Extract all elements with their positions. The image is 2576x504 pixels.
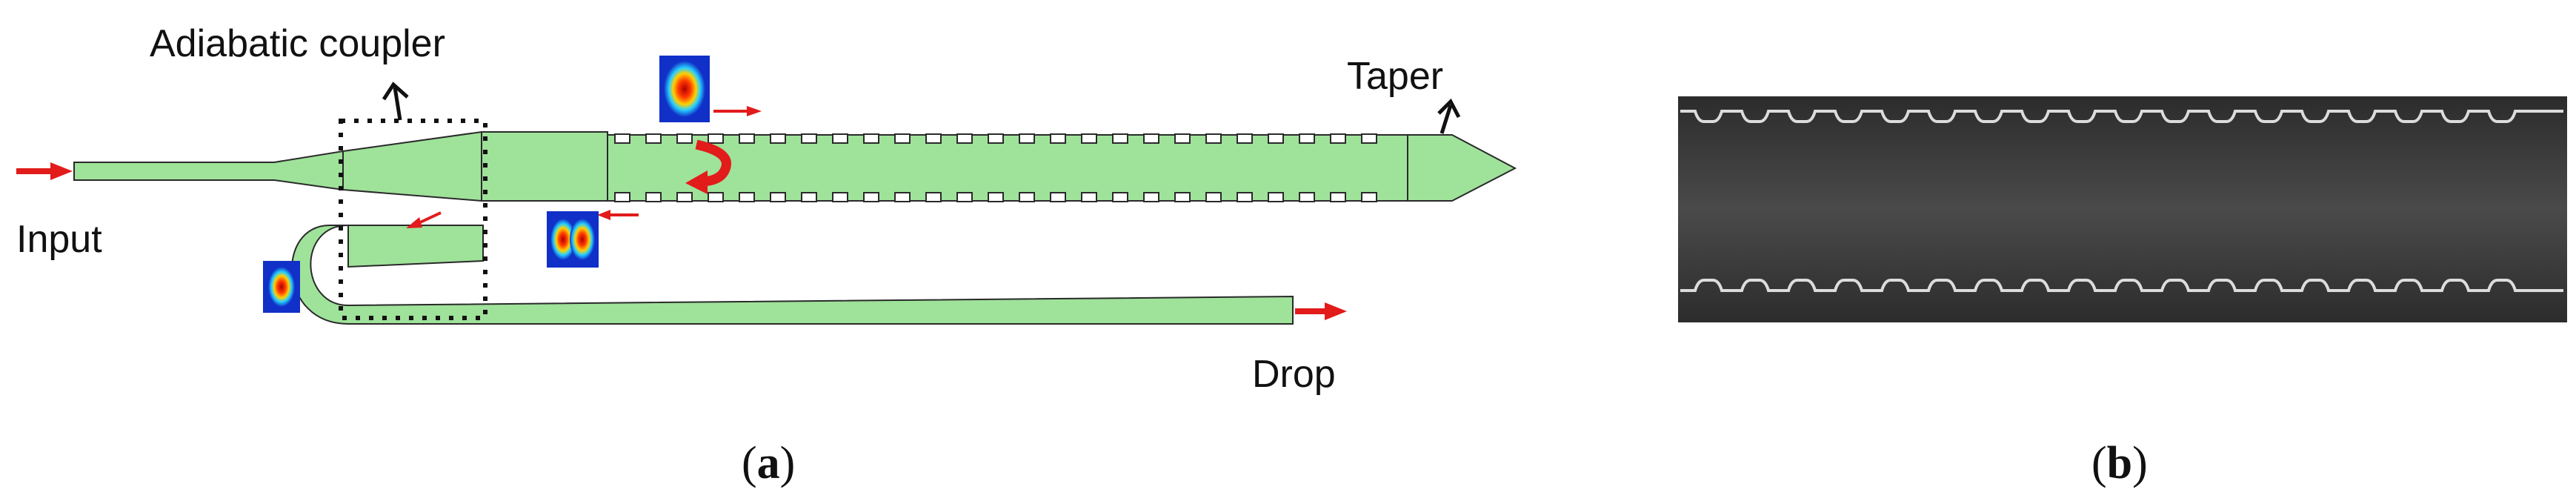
grating-notch-top <box>863 133 879 144</box>
pointer-arrow-icon <box>382 82 409 121</box>
sem-top-edge <box>1680 110 2563 123</box>
grating-notch-bottom <box>988 192 1004 202</box>
label-taper: Taper <box>1347 55 1443 98</box>
grating-notch-top <box>1361 133 1377 144</box>
grating-notch-bottom <box>1361 192 1377 202</box>
grating-notch-bottom <box>1112 192 1128 202</box>
grating-notch-bottom <box>645 192 662 202</box>
sem-grating-edges <box>1680 110 2563 292</box>
grating-notch-bottom <box>925 192 942 202</box>
pointer-arrow-icon <box>1437 98 1461 134</box>
panel-a-schematic: Adiabatic coupler Taper Input Drop <box>16 22 1517 488</box>
caption-a: (a) <box>742 438 795 488</box>
label-drop: Drop <box>1252 353 1336 396</box>
input-arrow-icon <box>16 162 73 180</box>
grating-notch-top <box>925 133 942 144</box>
grating-teeth <box>614 133 1377 202</box>
input-waveguide <box>73 150 344 191</box>
label-adiabatic-coupler: Adiabatic coupler <box>150 22 445 65</box>
grating-notch-bottom <box>1205 192 1222 202</box>
grating-notch-top <box>676 133 693 144</box>
grating-notch-top <box>1174 133 1191 144</box>
panel-b-sem-image: (b) <box>1678 96 2567 488</box>
caption-b: (b) <box>2091 438 2148 488</box>
coupler-lower-arm <box>347 225 484 268</box>
mode-profile-icon <box>263 261 300 313</box>
reflection-arrow-icon <box>685 139 731 194</box>
grating-notch-top <box>1268 133 1284 144</box>
backward-arrow-icon <box>597 210 639 220</box>
grating-notch-top <box>1050 133 1066 144</box>
grating-notch-top <box>770 133 786 144</box>
drop-bend-waveguide <box>291 225 1294 325</box>
grating-notch-top <box>1299 133 1315 144</box>
grating-notch-bottom <box>770 192 786 202</box>
sem-bottom-edge <box>1680 279 2563 292</box>
grating-notch-bottom <box>801 192 817 202</box>
coupler-waveguide <box>342 131 608 202</box>
grating-notch-top <box>832 133 848 144</box>
grating-notch-top <box>1330 133 1346 144</box>
grating-notch-top <box>988 133 1004 144</box>
grating-notch-bottom <box>832 192 848 202</box>
grating-notch-top <box>614 133 630 144</box>
grating-notch-bottom <box>1019 192 1035 202</box>
grating-notch-top <box>801 133 817 144</box>
grating-notch-bottom <box>614 192 630 202</box>
grating-notch-top <box>1019 133 1035 144</box>
output-taper <box>1407 134 1517 202</box>
grating-notch-bottom <box>1081 192 1097 202</box>
grating-notch-top <box>1205 133 1222 144</box>
adiabatic-coupler-outline <box>339 119 487 320</box>
sem-background <box>1678 96 2567 322</box>
grating-notch-bottom <box>1268 192 1284 202</box>
grating-notch-bottom <box>676 192 693 202</box>
grating-notch-bottom <box>894 192 911 202</box>
grating-notch-top <box>708 133 724 144</box>
grating-notch-bottom <box>1143 192 1159 202</box>
grating-notch-bottom <box>1174 192 1191 202</box>
grating-notch-top <box>645 133 662 144</box>
bragg-grating-waveguide <box>607 134 1408 202</box>
grating-notch-top <box>956 133 973 144</box>
grating-notch-bottom <box>1299 192 1315 202</box>
grating-notch-top <box>1143 133 1159 144</box>
output-arrow-icon <box>1295 302 1347 320</box>
grating-notch-top <box>1081 133 1097 144</box>
grating-notch-bottom <box>1237 192 1253 202</box>
mode-profile-icon <box>659 56 710 122</box>
grating-notch-top <box>894 133 911 144</box>
grating-notch-bottom <box>1330 192 1346 202</box>
coupling-arrow-icon <box>406 211 442 228</box>
forward-arrow-icon <box>713 106 762 116</box>
label-input: Input <box>16 218 102 261</box>
grating-notch-bottom <box>956 192 973 202</box>
grating-notch-top <box>1237 133 1253 144</box>
grating-notch-bottom <box>863 192 879 202</box>
grating-notch-bottom <box>739 192 755 202</box>
grating-notch-bottom <box>1050 192 1066 202</box>
grating-notch-bottom <box>708 192 724 202</box>
grating-notch-top <box>739 133 755 144</box>
mode-profile-icon <box>547 211 599 268</box>
grating-notch-top <box>1112 133 1128 144</box>
